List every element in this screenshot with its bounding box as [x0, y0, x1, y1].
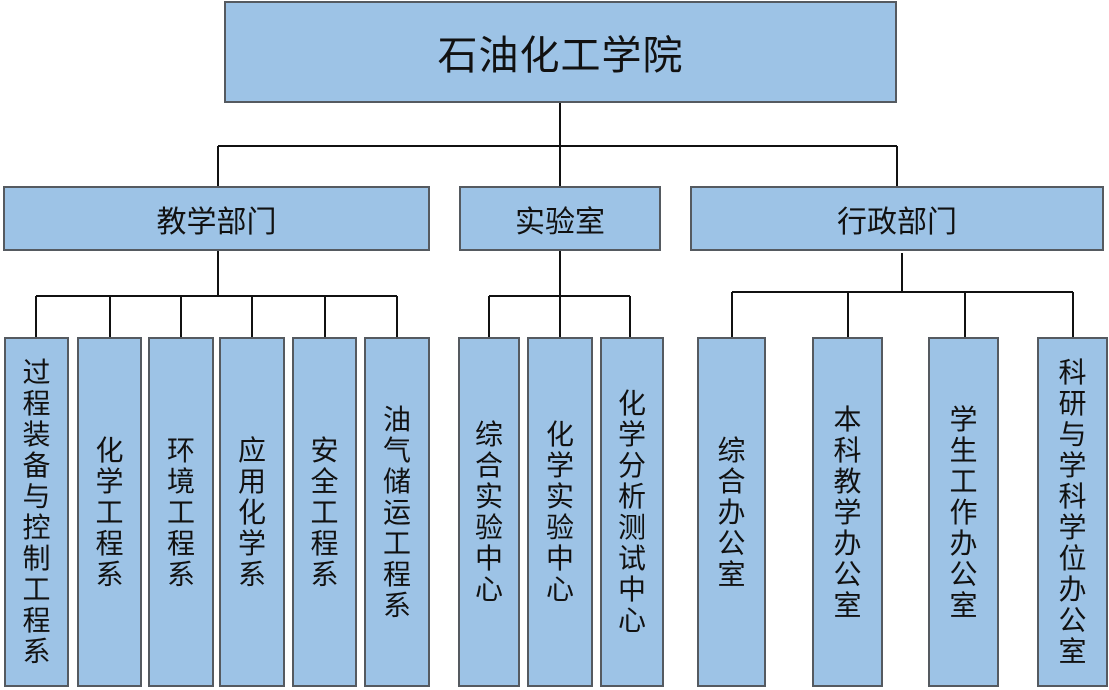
- leaf-node: 学生工作办公室: [928, 337, 999, 687]
- leaf-node-label: 本科教学办公室: [833, 402, 862, 622]
- leaf-node-label: 环境工程系: [166, 433, 195, 591]
- leaf-node-label: 科研与学科学位办公室: [1058, 356, 1087, 668]
- leaf-node-label: 化学分析测试中心: [617, 387, 646, 637]
- root-node-label: 石油化工学院: [437, 33, 684, 79]
- branch-node-label: 实验室: [515, 204, 605, 240]
- leaf-node: 油气储运工程系: [364, 337, 430, 687]
- leaf-node: 过程装备与控制工程系: [4, 337, 69, 687]
- leaf-node-label: 安全工程系: [310, 433, 339, 591]
- branch-node-label: 行政部门: [837, 204, 957, 240]
- leaf-node-label: 应用化学系: [237, 433, 266, 591]
- leaf-node-label: 化学工程系: [95, 433, 124, 591]
- leaf-node: 应用化学系: [219, 337, 285, 687]
- leaf-node: 安全工程系: [292, 337, 357, 687]
- leaf-node-label: 综合办公室: [717, 433, 746, 591]
- leaf-node: 科研与学科学位办公室: [1037, 337, 1108, 687]
- leaf-node-label: 综合实验中心: [474, 418, 503, 606]
- leaf-node-label: 化学实验中心: [545, 418, 574, 606]
- leaf-node: 化学工程系: [77, 337, 142, 687]
- leaf-node: 环境工程系: [148, 337, 214, 687]
- branch-node-admin: 行政部门: [690, 186, 1104, 251]
- branch-node-lab: 实验室: [459, 186, 661, 251]
- branch-node-teaching: 教学部门: [3, 186, 430, 251]
- leaf-node: 综合实验中心: [458, 337, 520, 687]
- branch-node-label: 教学部门: [156, 204, 277, 240]
- leaf-node-label: 学生工作办公室: [949, 402, 978, 622]
- leaf-node-label: 过程装备与控制工程系: [22, 356, 51, 668]
- root-node: 石油化工学院: [224, 1, 897, 103]
- leaf-node: 化学分析测试中心: [600, 337, 664, 687]
- leaf-node: 本科教学办公室: [812, 337, 883, 687]
- leaf-node: 化学实验中心: [527, 337, 593, 687]
- leaf-node-label: 油气储运工程系: [382, 402, 411, 622]
- leaf-node: 综合办公室: [697, 337, 766, 687]
